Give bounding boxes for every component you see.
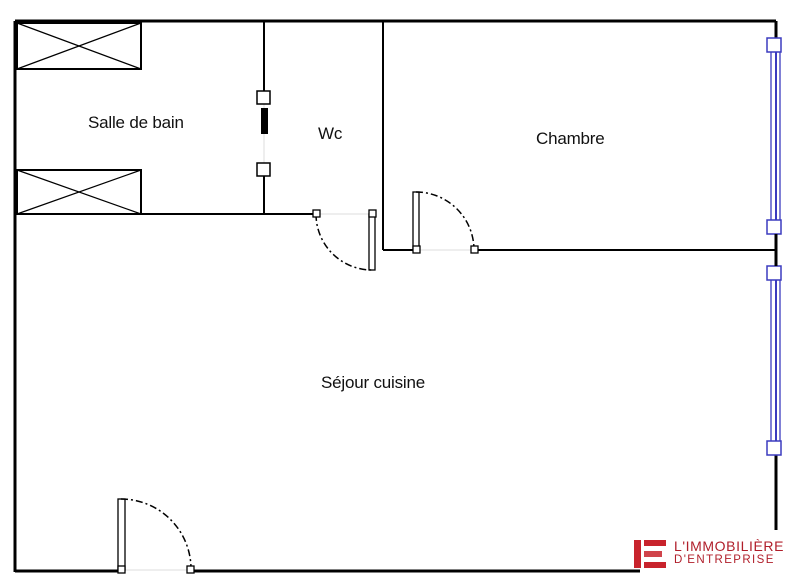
outer-walls	[13, 19, 778, 573]
interior-walls	[15, 21, 776, 251]
window-bedroom	[766, 37, 782, 235]
logo-text-line2: D'ENTREPRISE	[674, 554, 775, 566]
room-label-wc: Wc	[318, 124, 343, 143]
logo-text-line1: L'IMMOBILIÈRE	[674, 538, 785, 554]
door-entrance	[117, 498, 195, 574]
sliding-door-wc	[256, 90, 271, 177]
room-label-bedroom: Chambre	[536, 129, 605, 148]
logo-mark-icon	[634, 540, 666, 568]
room-label-living-kitchen: Séjour cuisine	[321, 373, 425, 392]
agency-logo: L'IMMOBILIÈRE D'ENTREPRISE	[632, 534, 785, 574]
window-box-top	[16, 22, 142, 70]
door-bedroom	[412, 191, 479, 254]
window-living	[766, 265, 782, 456]
room-label-bathroom: Salle de bain	[88, 113, 184, 132]
window-box-bottom	[16, 169, 142, 215]
door-wc	[312, 209, 377, 271]
